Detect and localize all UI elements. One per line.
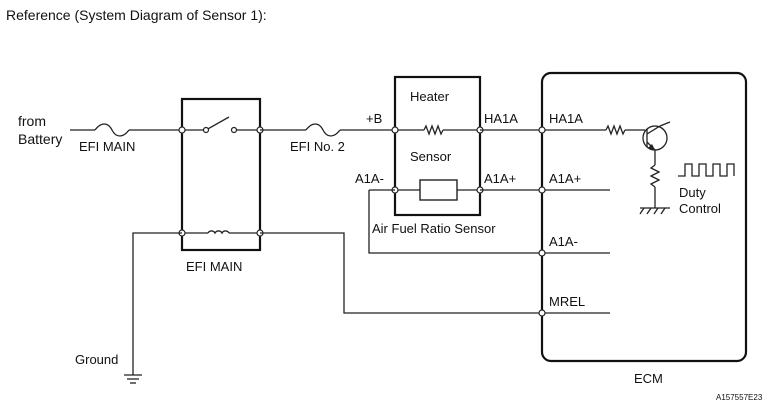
relay-switch-node-right (230, 126, 238, 134)
af-sensor-box (393, 75, 482, 217)
ha1a-sensor-label: HA1A (484, 111, 518, 126)
relay-switch-node-left (202, 126, 210, 134)
ecm-terminal-ha1a (538, 126, 546, 134)
efi-main-fuse-label: EFI MAIN (79, 139, 135, 154)
af-sensor-label: Air Fuel Ratio Sensor (372, 221, 496, 236)
ecm-label: ECM (634, 371, 663, 386)
efi-no2-fuse-label: EFI No. 2 (290, 139, 345, 154)
mrel-wire (260, 232, 542, 314)
sensor-label: Sensor (410, 149, 452, 164)
sensor-element (419, 179, 458, 201)
duty-label: Duty (679, 185, 706, 200)
relay-terminal-in (178, 126, 186, 134)
efi-main-fuse (94, 123, 130, 137)
ecm-terminal-a1a-plus (538, 186, 546, 194)
from-label: from (18, 113, 46, 129)
relay-coil (207, 230, 230, 235)
figure-id: A157557E23 (716, 393, 763, 402)
ha1a-ecm-label: HA1A (549, 111, 583, 126)
heater-label: Heater (410, 89, 450, 104)
transistor (642, 121, 671, 165)
ground-label: Ground (75, 352, 118, 367)
efi-main-relay-box (180, 97, 262, 252)
heater-resistor (423, 124, 444, 136)
a1a-minus-ecm-label: A1A- (549, 234, 578, 249)
a1a-plus-sensor-label: A1A+ (484, 171, 516, 186)
battery-label: Battery (18, 131, 62, 147)
ecm-ground-symbol (639, 207, 670, 215)
ecm-terminal-a1a-minus (538, 249, 546, 257)
efi-main-relay-label: EFI MAIN (186, 259, 242, 274)
relay-switch-contact (205, 116, 230, 131)
plus-b-label: +B (366, 111, 382, 126)
a1a-minus-sensor-label: A1A- (355, 171, 384, 186)
ecm-box (540, 71, 748, 363)
a1a-plus-ecm-label: A1A+ (549, 171, 581, 186)
transistor-emitter-resistor (649, 164, 661, 188)
duty-square-wave-icon (678, 163, 735, 177)
sensor-terminal-plus-b (391, 126, 399, 134)
ecm-ha1a-resistor (605, 124, 626, 136)
ecm-terminal-mrel (538, 309, 546, 317)
a1a-minus-wire (368, 190, 542, 254)
ground-wire (132, 232, 182, 375)
efi-no2-fuse (305, 123, 341, 137)
page-title: Reference (System Diagram of Sensor 1): (6, 7, 267, 23)
mrel-label: MREL (549, 294, 585, 309)
control-label: Control (679, 201, 721, 216)
